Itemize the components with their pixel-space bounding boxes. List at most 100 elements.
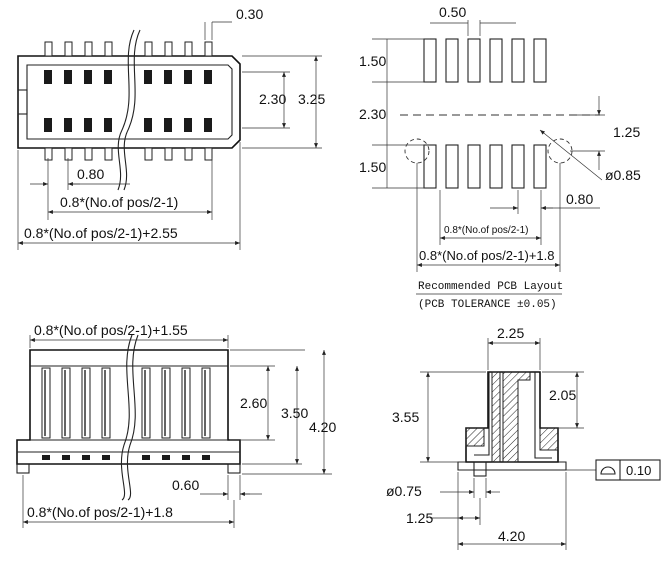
pcb-pad (445, 38, 459, 83)
tolerance-frame (595, 459, 661, 481)
lower-pin-tail (204, 147, 213, 161)
dim-pcb-span-formula: 0.8*(No.of pos/2-1) (444, 225, 529, 236)
side-contact (101, 367, 111, 439)
lower-pin-tail (44, 147, 53, 161)
side-view-foot-left (16, 463, 30, 474)
dim-side-bottom-formula: 0.8*(No.of pos/2-1)+1.8 (27, 504, 173, 520)
tolerance-value: 0.10 (626, 463, 651, 478)
dim-pad-length-lower: 1.50 (359, 159, 386, 175)
side-break-line (126, 334, 139, 501)
dim-end-width: 4.20 (498, 528, 525, 544)
pcb-caption-title: Recommended PCB Layout (418, 281, 563, 293)
upper-contact (104, 70, 112, 84)
pcb-peg-hole-left (404, 138, 430, 164)
side-contact (41, 367, 51, 439)
pcb-pad (445, 144, 459, 189)
solder-foot (62, 455, 70, 460)
profile-symbol-icon (600, 466, 616, 475)
upper-pin-tail (84, 41, 93, 57)
dim-pad-width: 0.50 (439, 4, 466, 20)
lower-contact (84, 118, 92, 132)
upper-contact (44, 70, 52, 84)
lower-pin-tail (144, 147, 153, 161)
pcb-pad (511, 38, 525, 83)
pcb-pad (423, 38, 437, 83)
dim-outer-height: 3.25 (298, 91, 325, 107)
dim-overall-formula: 0.8*(No.of pos/2-1)+2.55 (24, 225, 178, 241)
dim-span-formula: 0.8*(No.of pos/2-1) (60, 194, 178, 210)
lower-contact (144, 118, 152, 132)
side-contact (201, 367, 211, 439)
upper-pin-tail (64, 41, 73, 57)
pcb-pads-upper (423, 38, 547, 83)
dim-pcb-overall-formula: 0.8*(No.of pos/2-1)+1.8 (419, 248, 555, 263)
pcb-pad (467, 144, 481, 189)
dim-side-outer-height: 4.20 (309, 419, 336, 435)
end-view-hatch (539, 427, 559, 451)
upper-pin-tail (104, 41, 113, 57)
top-view-upper-tails (44, 41, 213, 57)
pcb-pad (489, 144, 503, 189)
end-view-hatch (491, 371, 501, 463)
dim-pcb-pitch: 0.80 (566, 191, 593, 207)
break-line (117, 29, 135, 191)
lower-contact (184, 118, 192, 132)
dim-end-top-width: 2.25 (497, 325, 524, 341)
pcb-pad (511, 144, 525, 189)
lower-pin-tail (104, 147, 113, 161)
pcb-peg-hole-right (547, 138, 573, 164)
top-view-notch (17, 89, 28, 115)
dim-row-gap: 2.30 (359, 106, 386, 122)
lower-contact (104, 118, 112, 132)
side-view-contacts (41, 367, 211, 439)
upper-contact (184, 70, 192, 84)
top-view-lower-tails (44, 147, 213, 161)
end-view-peg (473, 461, 487, 477)
pcb-layout: 0.50 1.50 2.30 1.50 1.25 ø0.85 0.80 0.8*… (359, 4, 641, 311)
dim-pad-length-upper: 1.50 (359, 53, 386, 69)
end-view: 2.25 3.55 2.05 ø0.75 1.25 4.20 0.10 (386, 325, 661, 550)
pcb-pad (467, 38, 481, 83)
dim-side-top-formula: 0.8*(No.of pos/2-1)+1.55 (34, 322, 188, 338)
upper-contact (164, 70, 172, 84)
solder-foot (142, 455, 150, 460)
pcb-pad (533, 144, 547, 189)
lower-contact (44, 118, 52, 132)
dim-end-left-height: 3.55 (392, 409, 419, 425)
dim-inner-height: 2.30 (259, 91, 286, 107)
solder-foot (42, 455, 50, 460)
dim-side-mid-height: 3.50 (281, 405, 308, 421)
solder-foot (82, 455, 90, 460)
upper-pin-tail (204, 41, 213, 57)
lower-pin-tail (164, 147, 173, 161)
end-view-hatch (502, 371, 531, 463)
upper-pin-tail (44, 41, 53, 57)
upper-pin-tail (144, 41, 153, 57)
end-view-hatch (465, 427, 485, 447)
top-view-body (17, 55, 241, 149)
pcb-caption-tolerance: (PCB TOLERANCE ±0.05) (418, 299, 557, 311)
dim-end-peg-diameter: ø0.75 (386, 483, 422, 499)
top-view: 0.30 2.30 3.25 0.80 0.8*(No.of pos/2-1) … (17, 6, 325, 250)
lower-contact (164, 118, 172, 132)
side-view: 0.8*(No.of pos/2-1)+1.55 2.60 3.50 4.20 … (16, 322, 336, 528)
top-view-lower-contacts (44, 118, 212, 132)
lower-contact (204, 118, 212, 132)
side-contact (81, 367, 91, 439)
upper-pin-tail (184, 41, 193, 57)
solder-foot (182, 455, 190, 460)
dim-side-inner-height: 2.60 (240, 395, 267, 411)
side-contact (181, 367, 191, 439)
solder-foot (162, 455, 170, 460)
lower-pin-tail (84, 147, 93, 161)
side-view-foot-right (227, 463, 241, 474)
lower-pin-tail (64, 147, 73, 161)
dim-pin-width: 0.30 (236, 6, 263, 22)
upper-contact (204, 70, 212, 84)
dim-end-right-height: 2.05 (549, 387, 576, 403)
solder-foot (202, 455, 210, 460)
upper-pin-tail (164, 41, 173, 57)
dim-pitch: 0.80 (77, 166, 104, 182)
lower-pin-tail (184, 147, 193, 161)
